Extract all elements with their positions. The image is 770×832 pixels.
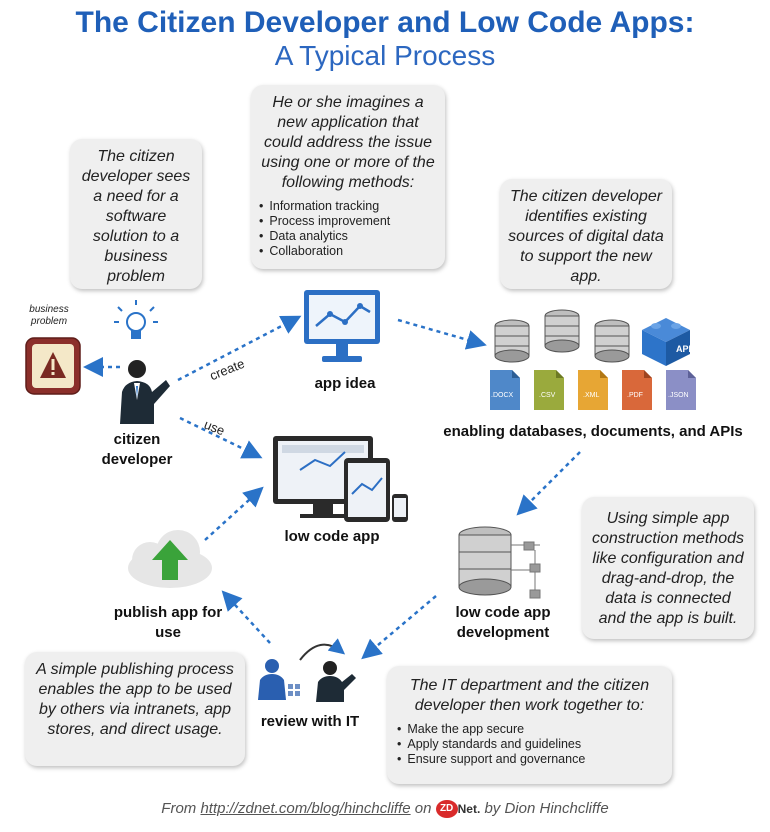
low-code-dev-label: low code app development bbox=[455, 604, 551, 641]
page-subtitle: A Typical Process bbox=[274, 40, 496, 71]
note-build: Using simple app construction methods li… bbox=[582, 497, 754, 639]
note-imagine: He or she imagines a new application tha… bbox=[251, 85, 445, 269]
note-publish-text: A simple publishing process enables the … bbox=[36, 661, 234, 738]
lightbulb-icon bbox=[114, 300, 158, 339]
note-sources-text: The citizen developer identifies existin… bbox=[508, 188, 664, 285]
note-imagine-text: He or she imagines a new application tha… bbox=[261, 94, 435, 191]
json-file-icon: .JSON bbox=[666, 370, 696, 410]
arrow-use bbox=[179, 416, 263, 459]
publish-label: publish app for use bbox=[113, 604, 223, 641]
note-need: The citizen developer sees a need for a … bbox=[70, 139, 202, 289]
doc-type-label: .DOCX bbox=[491, 392, 514, 399]
low-code-app-label: low code app bbox=[284, 528, 380, 545]
method-item: Data analytics bbox=[259, 229, 437, 244]
footer-on: on bbox=[414, 800, 432, 817]
it-task-item: Make the app secure bbox=[397, 722, 662, 737]
it-task-item: Apply standards and guidelines bbox=[397, 737, 662, 752]
note-need-text: The citizen developer sees a need for a … bbox=[81, 148, 191, 285]
arrow-to-dev bbox=[516, 451, 581, 516]
method-item: Process improvement bbox=[259, 214, 437, 229]
footer-by: by Dion Hinchcliffe bbox=[484, 800, 609, 817]
footer: From http://zdnet.com/blog/hinchcliffe o… bbox=[0, 800, 770, 819]
flow-icon bbox=[511, 541, 541, 599]
xml-file-icon: .XML bbox=[578, 370, 608, 410]
arrow-to-app bbox=[204, 486, 264, 541]
footer-from: From bbox=[161, 800, 197, 817]
doc-type-label: .JSON bbox=[668, 392, 689, 399]
app-idea-label: app idea bbox=[314, 375, 376, 392]
database-icon bbox=[544, 309, 580, 353]
database-icon bbox=[594, 319, 630, 363]
csv-file-icon: .CSV bbox=[534, 370, 564, 410]
review-label: review with IT bbox=[260, 713, 360, 730]
monitor-icon bbox=[304, 290, 380, 362]
citizen-developer-icon bbox=[120, 360, 170, 424]
note-sources: The citizen developer identifies existin… bbox=[500, 179, 672, 289]
footer-link[interactable]: http://zdnet.com/blog/hinchcliffe bbox=[200, 800, 411, 817]
api-text: API bbox=[676, 344, 691, 354]
database-icon bbox=[494, 319, 530, 363]
enabling-label: enabling databases, documents, and APIs bbox=[443, 423, 743, 440]
arrow-to-data bbox=[397, 318, 487, 350]
warning-icon bbox=[25, 337, 81, 395]
doc-type-label: .CSV bbox=[539, 392, 556, 399]
it-tasks-list: Make the app secure Apply standards and … bbox=[397, 722, 662, 767]
doc-type-label: .XML bbox=[583, 392, 599, 399]
devices-icon bbox=[273, 436, 408, 522]
docx-file-icon: .DOCX bbox=[490, 370, 520, 410]
pdf-file-icon: .PDF bbox=[622, 370, 652, 410]
api-icon bbox=[642, 318, 690, 366]
note-publish: A simple publishing process enables the … bbox=[25, 652, 245, 766]
methods-list: Information tracking Process improvement… bbox=[259, 199, 437, 259]
review-icon bbox=[258, 638, 356, 702]
cloud-upload-icon bbox=[128, 530, 212, 588]
method-item: Information tracking bbox=[259, 199, 437, 214]
method-item: Collaboration bbox=[259, 244, 437, 259]
citizen-developer-label: citizen developer bbox=[101, 431, 173, 468]
note-it-text: The IT department and the citizen develo… bbox=[409, 677, 650, 714]
note-it: The IT department and the citizen develo… bbox=[387, 666, 672, 784]
note-build-text: Using simple app construction methods li… bbox=[591, 510, 745, 627]
business-problem-label: business problem bbox=[29, 304, 69, 327]
doc-type-label: .PDF bbox=[627, 392, 643, 399]
page-title: The Citizen Developer and Low Code Apps: bbox=[75, 6, 695, 39]
zdnet-net: Net. bbox=[457, 802, 481, 816]
arrow-to-review bbox=[361, 595, 437, 660]
low-code-database-icon bbox=[458, 526, 512, 596]
it-task-item: Ensure support and governance bbox=[397, 752, 662, 767]
zdnet-logo: ZD bbox=[435, 800, 458, 819]
arrow-create bbox=[177, 315, 302, 382]
arrow-to-publish bbox=[221, 590, 271, 644]
